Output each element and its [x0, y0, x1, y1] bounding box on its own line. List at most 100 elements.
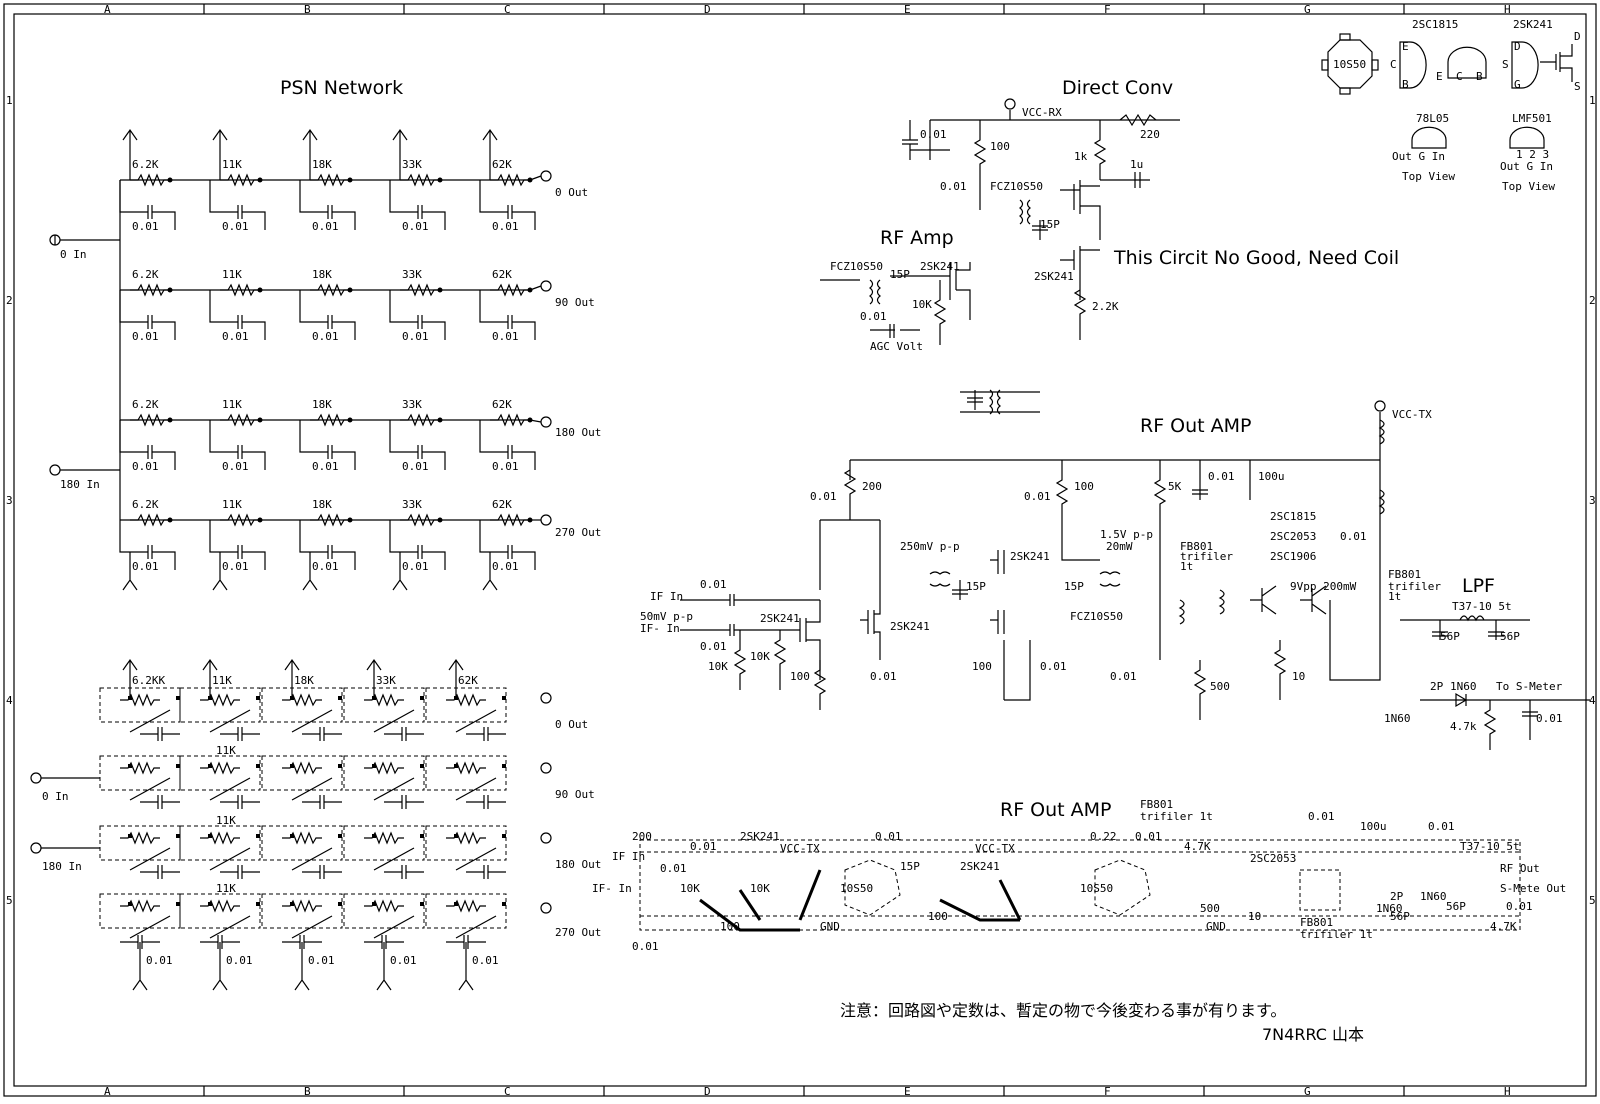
- c001a-label: 0.01: [810, 490, 837, 503]
- resistor-icon: [400, 173, 440, 187]
- layout-res-label: 11K: [212, 674, 232, 687]
- arrow-up-icon: [122, 658, 138, 700]
- resistor-icon: [490, 283, 530, 297]
- c001g-label: 0.01: [870, 670, 897, 683]
- resistor-icon: [310, 513, 350, 527]
- r22k-label: 2.2K: [1092, 300, 1119, 313]
- capacitor-icon: [400, 205, 440, 219]
- layout-part-label: 0.22: [1090, 830, 1117, 843]
- direct-conv-title: Direct Conv: [1062, 77, 1173, 99]
- c001j-label: 0.01: [1536, 712, 1563, 725]
- row-mark-right: 1: [1589, 94, 1596, 107]
- psn-cap-label: 0.01: [222, 460, 249, 473]
- layout-part-label: RF Out: [1500, 862, 1540, 875]
- capacitor-icon: [384, 727, 424, 741]
- outer-frame: [3, 3, 1597, 1097]
- row-mark-left: 2: [6, 294, 13, 307]
- fet-upper-icon: [1060, 180, 1101, 240]
- junction-dot: [347, 517, 353, 523]
- resistor-icon: [200, 831, 240, 845]
- resistor-icon: [364, 761, 404, 775]
- layout-cell: [425, 755, 507, 791]
- r47k-label: 4.7k: [1450, 720, 1477, 733]
- layout-part-label: T37-10 5t: [1460, 840, 1520, 853]
- col-mark-top: E: [904, 3, 911, 16]
- c100u-label: 100u: [1258, 470, 1285, 483]
- layout-cap-label: 0.01: [390, 954, 417, 967]
- row-mark-right: 3: [1589, 494, 1596, 507]
- pin-c: C: [1390, 58, 1397, 71]
- c15p-a-label: 15P: [966, 580, 986, 593]
- pins-lmf-num: 1 2 3: [1516, 148, 1549, 161]
- c001a-label: 0.01: [920, 128, 947, 141]
- layout-output-label: 180 Out: [555, 858, 601, 871]
- c2p-label: 2P: [1430, 680, 1444, 693]
- resistor-icon: [282, 899, 322, 913]
- junction-dot: [257, 287, 263, 293]
- sig-250mv: 250mV p-p: [900, 540, 960, 553]
- psn-cap-label: 0.01: [402, 330, 429, 343]
- col-mark-top: F: [1104, 3, 1111, 16]
- input-terminal-icon: [30, 842, 42, 854]
- psn-res-label: 18K: [312, 158, 332, 171]
- arrow-down-icon: [392, 552, 408, 591]
- agc-label: AGC Volt: [870, 340, 923, 353]
- row-mark-left: 1: [6, 94, 13, 107]
- junction-dot: [167, 287, 173, 293]
- layout-cell: [425, 825, 507, 861]
- fet-a-label: 2SK241: [760, 612, 800, 625]
- c15p-b-label: 15P: [890, 268, 910, 281]
- coil2-label: FCZ10S50: [830, 260, 883, 273]
- psn-cap-label: 0.01: [222, 560, 249, 573]
- arrow-up-icon: [122, 128, 138, 180]
- layout-part-label: 10K: [680, 882, 700, 895]
- fet-label: 2SK241: [920, 260, 960, 273]
- psn-res-label: 11K: [222, 498, 242, 511]
- capacitor-icon: [130, 205, 170, 219]
- capacitor-icon: [466, 865, 506, 879]
- layout-part-label: GND: [1206, 920, 1226, 933]
- fet-lower-icon: [1060, 246, 1100, 300]
- resistor-icon: [130, 413, 170, 427]
- layout-cell: [179, 893, 261, 929]
- c001d-label: 0.01: [1340, 530, 1367, 543]
- col-mark-top: C: [504, 3, 511, 16]
- pin-e2: E: [1436, 70, 1443, 83]
- to92-side-icon: [1399, 41, 1427, 89]
- psn-res-label: 62K: [492, 398, 512, 411]
- arrow-down-icon: [458, 942, 474, 991]
- psn-output-label: 180 Out: [555, 426, 601, 439]
- pin-s2: S: [1574, 80, 1581, 93]
- layout-cap-label: 0.01: [308, 954, 335, 967]
- c15p-a-label: 15P: [1040, 218, 1060, 231]
- r10k-label: 10K: [912, 298, 932, 311]
- layout-part-label: trifiler 1t: [1140, 810, 1213, 823]
- c56a-label: 56P: [1440, 630, 1460, 643]
- output-terminal-icon: [540, 170, 552, 182]
- layout-part-label: 15P: [900, 860, 920, 873]
- resistor-icon: [400, 513, 440, 527]
- resistor-icon: [446, 899, 486, 913]
- col-mark-bottom: B: [304, 1085, 311, 1098]
- capacitor-icon: [490, 205, 530, 219]
- capacitor-icon: [400, 315, 440, 329]
- layout-res-label: 11K: [216, 814, 236, 827]
- tr-2sc2053: 2SC2053: [1270, 530, 1316, 543]
- resistor-1k-icon: [1093, 120, 1150, 188]
- resistor-icon: [400, 413, 440, 427]
- layout-output-label: 0 Out: [555, 718, 588, 731]
- sig-1.5v: 1.5V p-p: [1100, 528, 1153, 541]
- c001b-label: 0.01: [940, 180, 967, 193]
- legend-10s50: 10S50: [1333, 58, 1366, 71]
- psn-res-label: 6.2K: [132, 158, 159, 171]
- col-mark-bottom: E: [904, 1085, 911, 1098]
- layout-cell: [179, 687, 261, 723]
- layout-cell: [261, 893, 343, 929]
- psn-title: PSN Network: [280, 77, 403, 99]
- junction-dot: [257, 517, 263, 523]
- resistor-icon: [130, 173, 170, 187]
- layout-part-label: 500: [1200, 902, 1220, 915]
- layout-cell: [99, 687, 181, 723]
